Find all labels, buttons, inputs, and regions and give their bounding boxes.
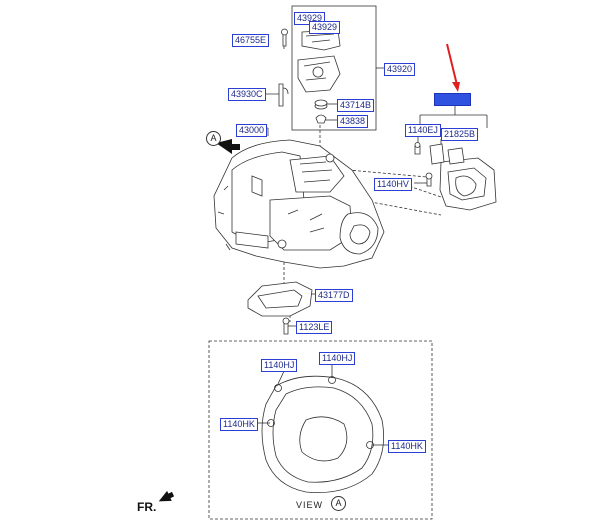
shift-parts (278, 28, 341, 124)
part-label-43838[interactable]: 43838 (337, 115, 369, 128)
view-a-marker: A (206, 131, 221, 146)
part-label-43920[interactable]: 43920 (384, 63, 416, 76)
part-label-43930c[interactable]: 43930C (228, 88, 266, 101)
part-label-46755e[interactable]: 46755E (232, 34, 270, 47)
view-label: VIEW (296, 500, 324, 510)
front-direction-label: FR. (137, 500, 157, 514)
bellhousing-outline (261, 375, 385, 493)
part-label-1140hj-a[interactable]: 1140HJ (261, 359, 298, 372)
part-label-1140hk-b[interactable]: 1140HK (388, 440, 426, 453)
front-direction-arrow-icon (158, 490, 175, 502)
transmission-body (213, 139, 385, 269)
part-label-43177d[interactable]: 43177D (315, 289, 353, 302)
red-pointer-arrow-icon (446, 43, 460, 92)
engine-mount (414, 142, 497, 211)
view-label-marker: A (331, 496, 346, 511)
part-label-43929-b[interactable]: 43929 (309, 21, 341, 34)
part-label-1140ej[interactable]: 1140EJ (405, 124, 441, 137)
view-a-arrow-icon (216, 139, 240, 154)
part-label-1140hj-b[interactable]: 1140HJ (319, 352, 356, 365)
bracket-43177d (247, 281, 313, 335)
part-label-43714b[interactable]: 43714B (337, 99, 375, 112)
part-label-21825b[interactable]: 21825B (441, 128, 479, 141)
part-label-43000[interactable]: 43000 (236, 124, 268, 137)
part-label-1140hk-a[interactable]: 1140HK (220, 418, 258, 431)
view-a-frame (208, 340, 433, 520)
part-label-1123le[interactable]: 1123LE (296, 321, 333, 334)
part-label-1140hv[interactable]: 1140HV (374, 178, 412, 191)
part-label-43120a-selected[interactable]: 43120A (434, 93, 472, 106)
